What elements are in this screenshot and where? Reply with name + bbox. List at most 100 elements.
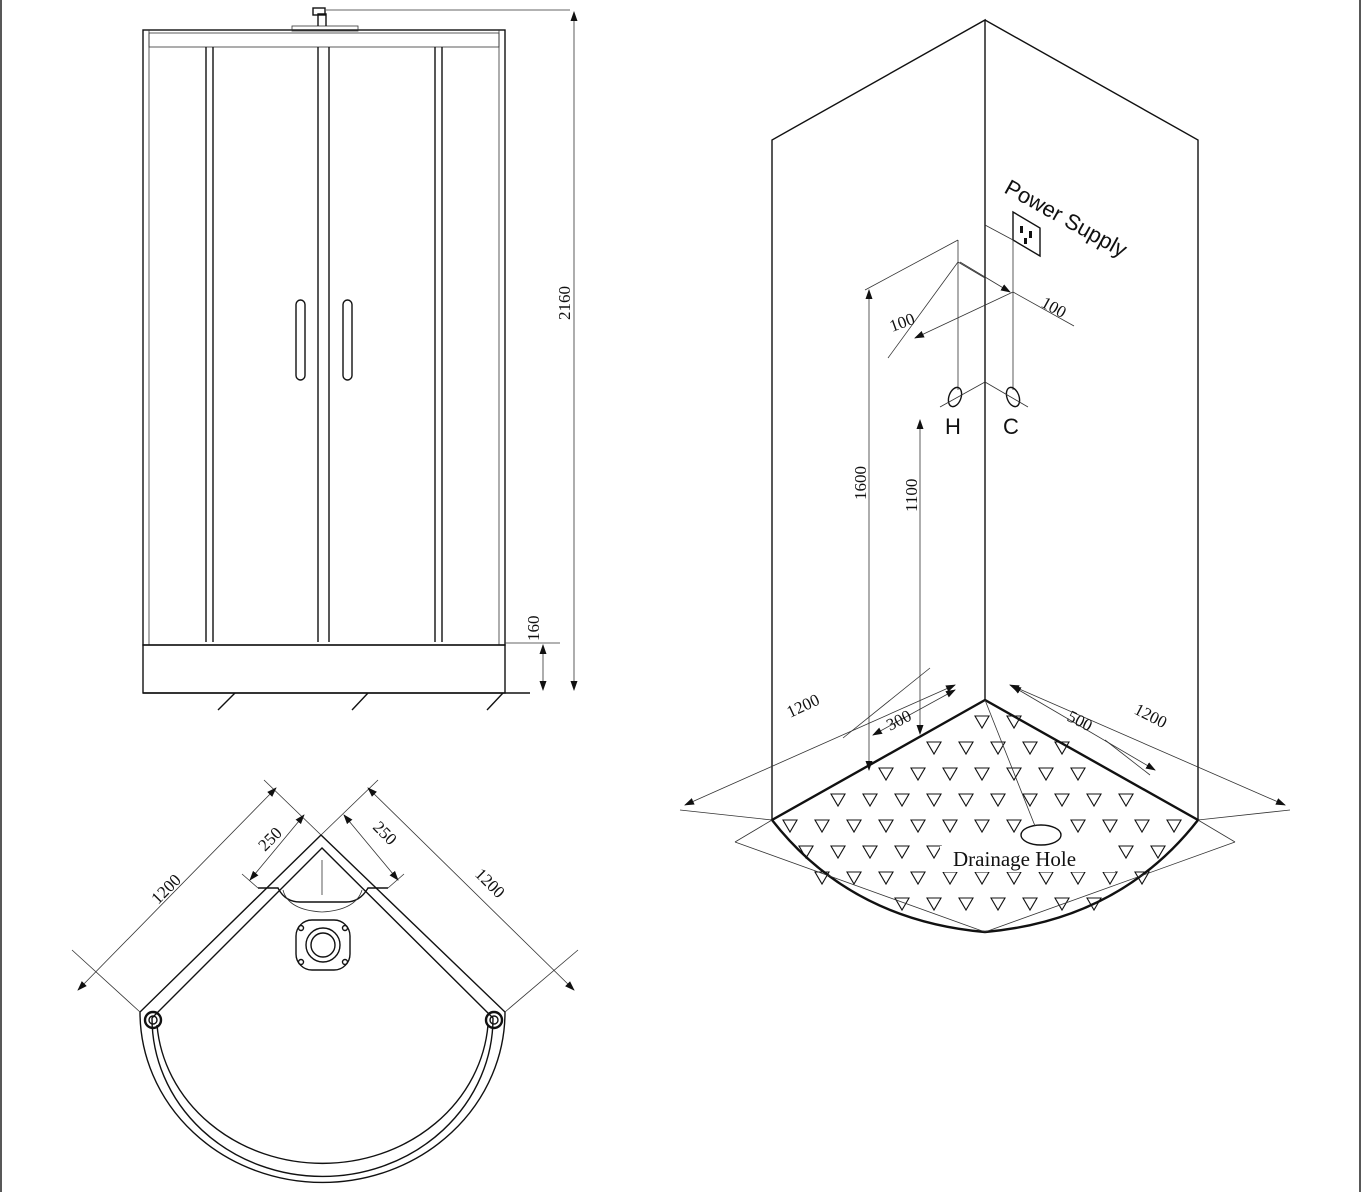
plan-right-offset-label: 250 (369, 817, 400, 848)
anti-slip-triangle (846, 819, 862, 834)
door-handle-right (342, 299, 353, 381)
anti-slip-triangle (1070, 871, 1086, 886)
anti-slip-triangle (958, 741, 974, 756)
plan-view: 1200 1200 250 250 (71, 779, 579, 1184)
anti-slip-triangle (974, 819, 990, 834)
iso-right-offset-line (959, 261, 1011, 293)
plan-left-offset-line (249, 814, 305, 881)
plan-left-width-label: 1200 (147, 870, 184, 907)
anti-slip-triangle (1006, 871, 1022, 886)
shower-tray (142, 644, 506, 694)
corner-seat (258, 887, 388, 903)
anti-slip-triangle (878, 819, 894, 834)
tray-surface (770, 698, 1200, 934)
anti-slip-triangle (830, 793, 846, 808)
anti-slip-triangle (974, 715, 990, 730)
anti-slip-triangle (910, 767, 926, 782)
anti-slip-triangle (1134, 871, 1150, 886)
top-rail (148, 32, 500, 48)
anti-slip-triangle (1150, 845, 1166, 860)
drain-left-offset-label: 300 (883, 706, 914, 735)
anti-slip-triangle (1038, 871, 1054, 886)
tray-height-label: 160 (524, 616, 543, 642)
anti-slip-triangle (1134, 819, 1150, 834)
plan-right-width-label: 1200 (471, 864, 508, 901)
height-label: 2160 (555, 286, 574, 320)
anti-slip-triangle (926, 741, 942, 756)
anti-slip-triangle (878, 767, 894, 782)
plan-right-width-line (367, 787, 575, 991)
anti-slip-triangle (862, 793, 878, 808)
drainage-hole (1020, 824, 1062, 846)
anti-slip-triangle (942, 767, 958, 782)
tap-height-label: 1100 (902, 479, 921, 512)
anti-slip-triangle (782, 819, 798, 834)
anti-slip-triangle (910, 819, 926, 834)
cold-label: C (1003, 414, 1019, 439)
anti-slip-triangle (910, 871, 926, 886)
anti-slip-triangle (1086, 793, 1102, 808)
anti-slip-triangle (926, 897, 942, 912)
roller-right-icon (484, 1010, 504, 1030)
anti-slip-triangle (798, 845, 814, 860)
drain-left-offset-line (872, 689, 956, 736)
shower-pipe-icon (291, 7, 570, 32)
anti-slip-triangle (958, 897, 974, 912)
anti-slip-triangle (1038, 767, 1054, 782)
power-socket-icon (1012, 210, 1041, 258)
anti-slip-triangle (1118, 845, 1134, 860)
iso-view: Drainage Hole Power Supply H C 100 100 (679, 18, 1291, 934)
power-supply-label: Power Supply (1001, 175, 1132, 263)
anti-slip-triangle (990, 897, 1006, 912)
plan-right-offset-line (343, 814, 399, 881)
anti-slip-triangle (1022, 741, 1038, 756)
wall-right (984, 19, 1199, 820)
wall-left (771, 18, 986, 820)
anti-slip-triangle (974, 767, 990, 782)
anti-slip-triangle (942, 819, 958, 834)
door-handle-left (295, 299, 306, 381)
anti-slip-triangle (894, 845, 910, 860)
anti-slip-triangle (990, 793, 1006, 808)
anti-slip-triangle (1086, 897, 1102, 912)
anti-slip-triangle (974, 871, 990, 886)
drainage-hole-label: Drainage Hole (953, 847, 1076, 871)
cold-tap-hole (1005, 386, 1021, 408)
cabin-frame (142, 29, 506, 646)
hot-tap-hole (947, 386, 963, 408)
iso-left-width-label: 1200 (784, 690, 823, 722)
anti-slip-triangle (814, 819, 830, 834)
power-height-label: 1600 (851, 466, 870, 500)
anti-slip-triangle (830, 845, 846, 860)
anti-slip-triangle (894, 793, 910, 808)
anti-slip-triangle (1070, 767, 1086, 782)
anti-slip-triangle (958, 793, 974, 808)
anti-slip-triangle (926, 845, 942, 860)
drain-right-offset-line (1011, 685, 1156, 771)
anti-slip-triangle (942, 871, 958, 886)
anti-slip-triangle (926, 793, 942, 808)
anti-slip-triangle (862, 845, 878, 860)
hot-label: H (945, 414, 961, 439)
anti-slip-triangle (1102, 819, 1118, 834)
tray-outline-inner (151, 847, 494, 1178)
anti-slip-triangle (1166, 819, 1182, 834)
iso-right-width-label: 1200 (1131, 700, 1170, 732)
iso-left-offset-line (914, 291, 1014, 339)
plan-left-offset-label: 250 (254, 823, 285, 854)
front-view: 2160 160 (142, 7, 578, 711)
anti-slip-triangle (1022, 897, 1038, 912)
anti-slip-triangle (894, 897, 910, 912)
tray-outline-outer (139, 834, 506, 1184)
anti-slip-triangle (1054, 897, 1070, 912)
roller-left-icon (143, 1010, 163, 1030)
anti-slip-triangle (846, 871, 862, 886)
plan-left-width-line (77, 787, 277, 991)
anti-slip-triangle (878, 871, 894, 886)
drain-icon (295, 919, 351, 971)
anti-slip-triangle (814, 871, 830, 886)
anti-slip-triangle (1054, 793, 1070, 808)
anti-slip-triangle (1102, 871, 1118, 886)
iso-right-offset-label: 100 (1038, 293, 1070, 322)
